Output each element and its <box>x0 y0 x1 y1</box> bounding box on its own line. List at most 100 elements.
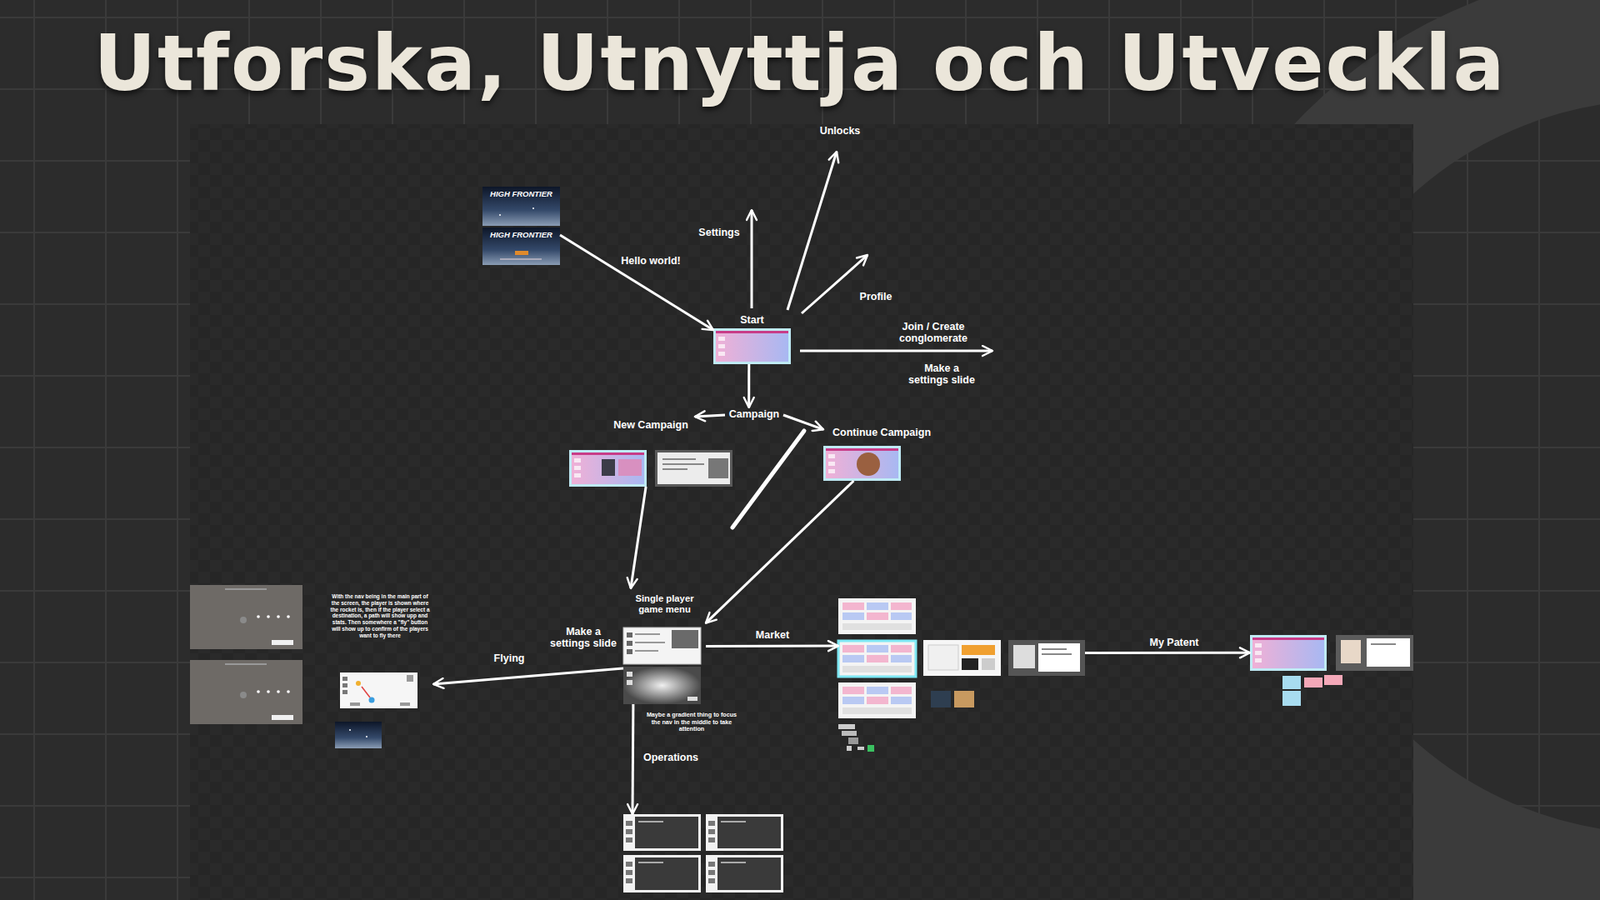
text-line <box>720 820 746 823</box>
ui-piece <box>1324 675 1343 685</box>
screen-node: HIGH FRONTIER <box>482 227 560 265</box>
ui-piece <box>867 745 875 752</box>
ui-piece <box>841 730 857 736</box>
flow-arrow <box>705 645 839 648</box>
thumb-bar <box>1252 637 1325 640</box>
thumb-screen <box>571 452 645 485</box>
text-line <box>500 258 542 260</box>
thumb-icon <box>625 829 633 835</box>
star <box>365 735 368 738</box>
market-cell <box>842 686 865 695</box>
thumb-frame <box>705 814 784 851</box>
text-line <box>225 588 267 590</box>
flow-arrow <box>560 235 714 330</box>
market-cell <box>890 602 912 610</box>
screen-node: With the nav being in the main part of t… <box>326 593 434 709</box>
flow-arrow <box>695 415 725 417</box>
edge-label: Hello world! <box>620 255 681 267</box>
flow-arrow <box>783 415 824 430</box>
thumb-image <box>601 459 615 476</box>
flow-arrow <box>1085 651 1250 655</box>
thumb-screen <box>825 448 899 479</box>
thumb-screen <box>717 816 781 849</box>
edge-label: Operations <box>643 751 699 764</box>
title-screen-thumb <box>482 227 560 265</box>
thumb-icon <box>708 878 715 884</box>
thumb-icon <box>718 344 725 349</box>
text-line <box>635 650 659 652</box>
thumb-screen <box>657 452 730 485</box>
market-cell <box>842 612 865 620</box>
node-heading: HIGH FRONTIER <box>490 190 553 200</box>
thumb-icon <box>625 878 633 884</box>
thumb-icon <box>708 829 715 835</box>
planet-dot <box>256 690 260 694</box>
market-cell <box>842 645 865 653</box>
flow-arrow <box>433 668 624 685</box>
thumb-frame <box>623 627 701 665</box>
note-label: Join / Create conglomerate <box>891 320 975 345</box>
stub-line <box>732 430 805 528</box>
star <box>532 207 535 210</box>
thumb-panel <box>1366 638 1410 667</box>
screen-node: Start <box>713 313 791 365</box>
thumb-button <box>350 702 360 706</box>
ui-piece <box>857 746 865 750</box>
thumb-bar <box>825 448 899 451</box>
planet-dot <box>240 691 247 699</box>
thumb-frame <box>623 666 701 705</box>
note-label: Settings <box>698 226 740 239</box>
thumb-frame <box>923 640 1001 676</box>
map-screen <box>190 660 303 725</box>
thumb-button <box>687 696 698 701</box>
note-label: Unlocks <box>820 125 861 137</box>
node-heading: Continue Campaign <box>832 426 931 439</box>
thumb-icon <box>625 870 633 875</box>
thumb-screen <box>635 857 699 890</box>
thumb-button <box>271 715 294 720</box>
thumb-frame <box>623 855 701 893</box>
thumb-image <box>671 630 699 649</box>
thumb-frame <box>623 814 701 851</box>
thumb-icon <box>1255 643 1262 648</box>
start-button <box>515 250 529 255</box>
edge-label: Flying <box>494 652 525 665</box>
thumb-block <box>981 658 995 670</box>
title-screen-thumb <box>482 186 560 226</box>
ui-piece <box>1282 675 1301 690</box>
thumb-icon <box>406 675 414 682</box>
thumb-icon <box>574 465 581 470</box>
market-cell <box>890 696 912 705</box>
thumb-icon <box>625 861 633 867</box>
screen-node: Single player game menu <box>623 588 706 705</box>
thumb-bar <box>715 330 789 334</box>
text-line <box>720 861 746 864</box>
text-line <box>662 458 696 460</box>
note-label: Maybe a gradient thing to focus the nav … <box>642 711 741 734</box>
text-line <box>635 641 665 644</box>
text-line <box>662 463 705 465</box>
thumb-icon <box>708 820 715 826</box>
text-line <box>635 633 660 635</box>
thumb-bar <box>571 452 645 455</box>
star <box>349 729 351 731</box>
thumb-frame <box>1250 635 1327 671</box>
thumb-frame <box>713 328 791 365</box>
edge-label: My Patent <box>1149 636 1199 649</box>
market-cell <box>842 665 912 673</box>
ui-piece <box>1282 690 1301 706</box>
ui-piece <box>838 724 855 730</box>
canvas-panel <box>190 124 1414 900</box>
text-line <box>1041 653 1072 655</box>
node-heading: With the nav being in the main part of t… <box>329 593 431 639</box>
thumb-icon <box>708 837 715 843</box>
thumb-icon <box>574 473 581 478</box>
screen-node: New Campaign <box>569 416 733 487</box>
thumb-icon <box>342 676 348 681</box>
text-line <box>1041 648 1067 650</box>
thumb-icon <box>626 640 633 646</box>
thumb-image <box>928 645 959 670</box>
market-cell <box>890 645 912 653</box>
screen-node <box>838 597 1085 752</box>
market-cell <box>842 707 912 715</box>
